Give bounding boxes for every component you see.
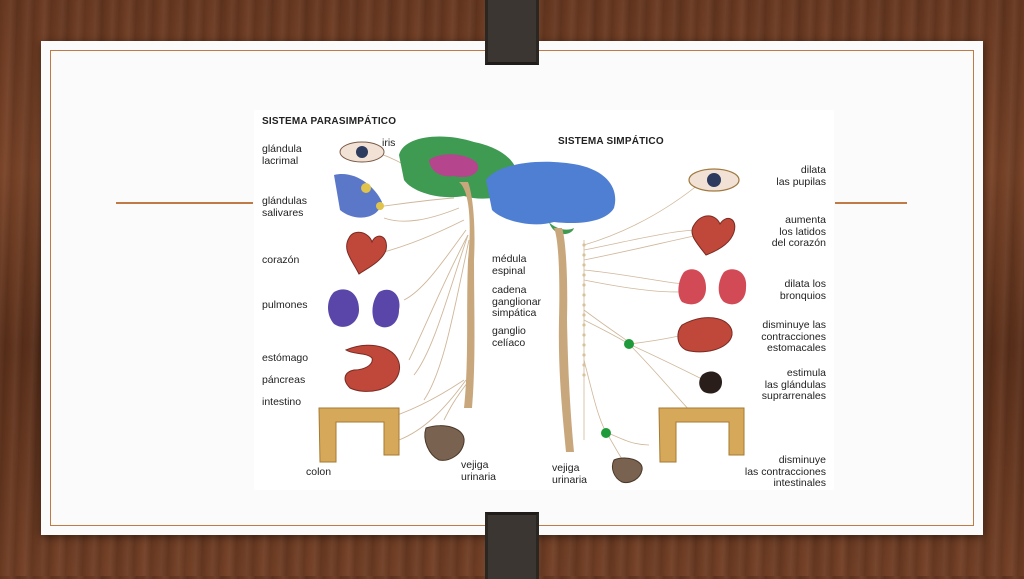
label-intestine: intestino — [262, 396, 302, 408]
sympathetic-chain — [582, 243, 586, 377]
label-dilate-pupils: dilata las pupilas — [776, 164, 826, 188]
parasympathetic-title: SISTEMA PARASIMPÁTICO — [262, 116, 397, 127]
sympathetic-title: SISTEMA SIMPÁTICO — [558, 136, 664, 147]
divider-left — [116, 202, 253, 204]
label-bladder-left: vejiga urinaria — [461, 459, 497, 483]
label-reduce-stomach-contractions: disminuye las contracciones estomacales — [761, 319, 826, 354]
label-celiac-ganglion: ganglio celíaco — [492, 325, 526, 349]
label-iris: iris — [382, 137, 396, 149]
parasympathetic-organs — [318, 141, 465, 463]
label-lungs: pulmones — [262, 299, 308, 311]
sympathetic-brain — [486, 161, 616, 452]
label-sympathetic-chain: cadena ganglionar simpática — [492, 284, 542, 319]
celiac-ganglion — [624, 339, 634, 349]
nervous-system-diagram: SISTEMA PARASIMPÁTICO iris glándula lacr… — [254, 110, 834, 490]
label-reduce-intestinal-contractions: disminuye las contracciones intestinales — [744, 454, 826, 489]
lower-ganglion — [601, 428, 611, 438]
label-pancreas: páncreas — [262, 374, 306, 386]
label-bladder-right: vejiga urinaria — [552, 462, 588, 486]
label-salivary-glands: glándulas salivares — [262, 195, 307, 219]
label-stomach: estómago — [262, 352, 309, 364]
label-lacrimal-gland: glándula lacrimal — [262, 143, 302, 167]
divider-right — [835, 202, 907, 204]
label-spinal-cord: médula espinal — [492, 253, 527, 277]
label-heart: corazón — [262, 254, 300, 266]
binder-clip-top — [485, 0, 539, 65]
label-stimulate-adrenal-glands: estimula las glándulas suprarrenales — [761, 367, 826, 402]
label-dilate-bronchi: dilata los bronquios — [779, 278, 826, 302]
diagram-illustration — [318, 136, 747, 483]
label-increase-heartbeat: aumenta los latidos del corazón — [771, 214, 826, 249]
binder-clip-bottom — [485, 512, 539, 579]
label-colon: colon — [306, 466, 332, 478]
sympathetic-organs — [611, 168, 747, 483]
